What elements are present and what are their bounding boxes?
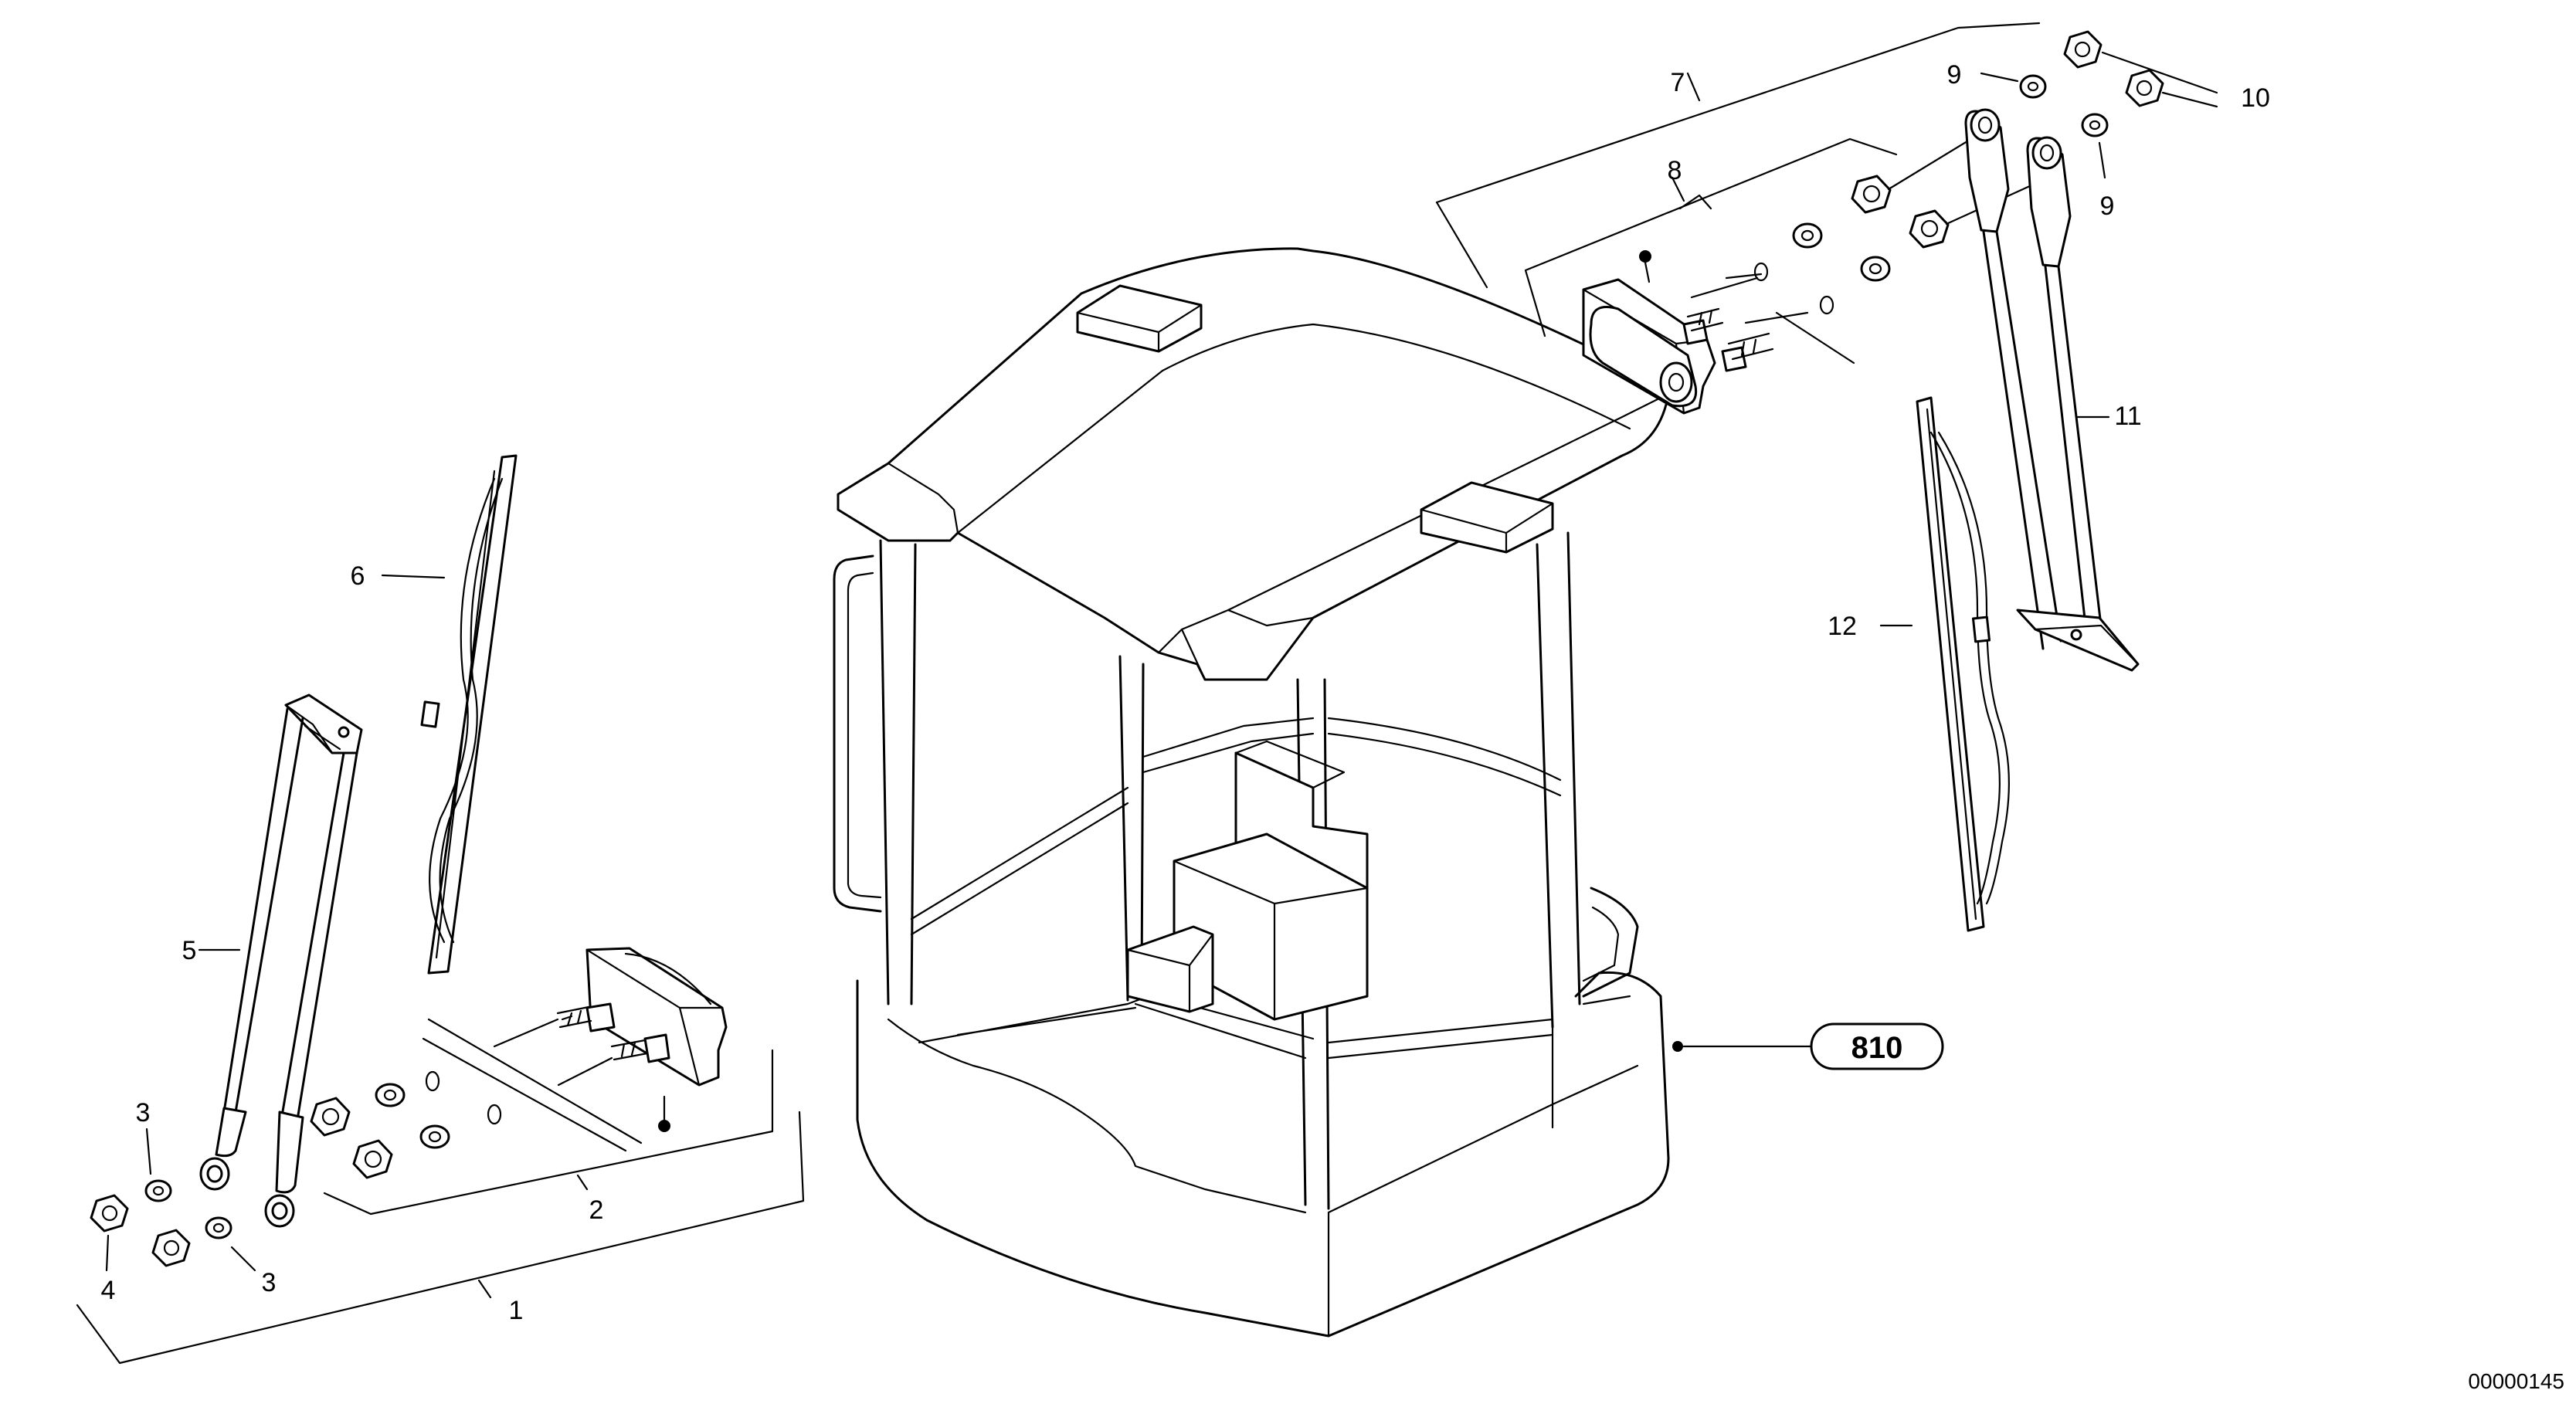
- callout-9-bottom: 9: [2100, 192, 2115, 221]
- group-8-bracket: [1524, 137, 1898, 337]
- wiper-blade-left: [420, 454, 518, 975]
- wiper-arms-right: [1964, 108, 2140, 672]
- callout-4: 4: [101, 1276, 116, 1305]
- group-7-bracket: [1435, 22, 2041, 289]
- callout-3-top: 3: [136, 1098, 151, 1127]
- wiper-motor-left: [493, 947, 728, 1132]
- right-wiper-assembly: [1435, 22, 2218, 932]
- cab-body-lower: [856, 971, 1670, 1338]
- left-fasteners: [90, 1070, 502, 1267]
- reference-810-label: 810: [1851, 1031, 1903, 1065]
- right-fasteners-mid: [1753, 134, 2033, 315]
- callout-5: 5: [182, 936, 197, 965]
- group-2-bracket: [323, 1049, 774, 1216]
- callout-11: 11: [2114, 402, 2141, 431]
- wiper-arm-left: [199, 693, 363, 1228]
- callout-6: 6: [351, 561, 365, 591]
- callout-8: 8: [1668, 156, 1682, 185]
- wiper-motor-right: [1582, 250, 1855, 415]
- callout-3-bottom: 3: [262, 1268, 277, 1297]
- callout-7: 7: [1671, 68, 1685, 97]
- left-wiper-assembly: [76, 454, 805, 1365]
- roof-pad-rear: [1076, 284, 1203, 353]
- reference-810-box: [1810, 1022, 1944, 1070]
- callout-10: 10: [2241, 83, 2270, 113]
- group-1-bracket: [76, 1111, 805, 1365]
- document-number: 00000145: [2468, 1369, 2564, 1393]
- wiper-blade-right: [1916, 396, 2010, 932]
- callout-labels: 1 2 3 3 4 5 6 7 8 9 9 10 11 12: [101, 60, 2270, 1325]
- roof-pad-front: [1420, 481, 1554, 554]
- right-fasteners-top: [2019, 30, 2164, 137]
- callout-2: 2: [589, 1195, 604, 1225]
- callout-1: 1: [509, 1296, 524, 1325]
- callout-9-top: 9: [1947, 60, 1962, 90]
- cab-drawing: [833, 247, 1670, 1338]
- cab-roof: [837, 247, 1670, 681]
- reference-810: 810: [1672, 1022, 1944, 1070]
- callout-12: 12: [1828, 612, 1857, 641]
